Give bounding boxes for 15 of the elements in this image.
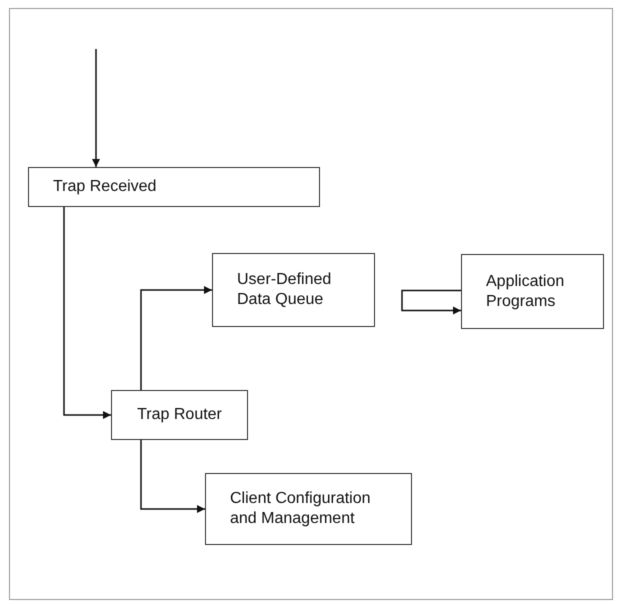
process-box [212, 253, 375, 327]
process-box [111, 390, 248, 440]
arrow [140, 440, 205, 513]
box-label: Client Configuration and Management [230, 489, 372, 529]
arrow [401, 290, 461, 314]
arrow [140, 286, 212, 390]
box-label: Trap Received [53, 177, 156, 197]
process-box [28, 167, 320, 207]
process-box [205, 473, 412, 545]
box-label: Application Programs [486, 272, 566, 312]
arrow [92, 49, 100, 167]
box-label: Trap Router [137, 405, 222, 425]
box-label: User-Defined Data Queue [237, 270, 332, 310]
arrow [63, 207, 111, 419]
process-box [461, 254, 604, 329]
